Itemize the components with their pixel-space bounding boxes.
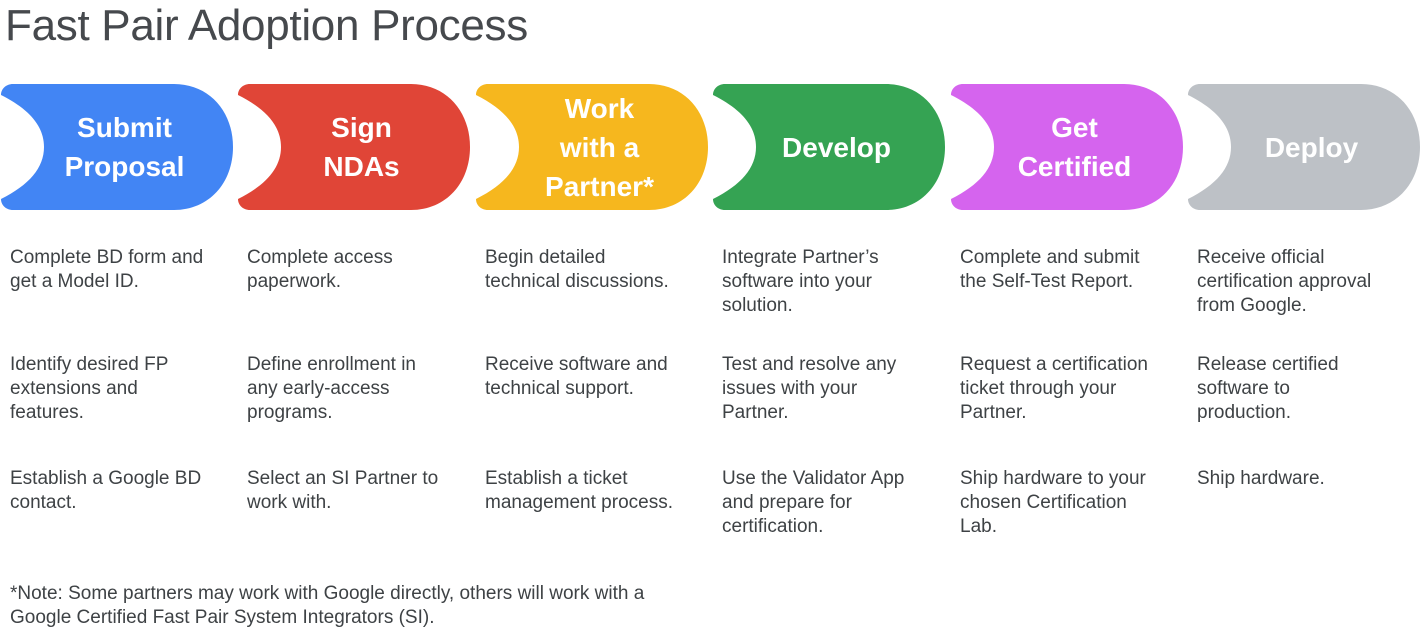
step-item: Begin detailed technical discussions.	[485, 247, 669, 292]
page-title: Fast Pair Adoption Process	[5, 1, 528, 50]
pill-label: Work with a Partner*	[545, 92, 654, 202]
pill-shape-path	[476, 84, 708, 210]
process-arrow-shape-icon	[713, 84, 945, 210]
step-pill: Work with a Partner*	[475, 84, 708, 210]
process-arrow-shape-icon	[1, 84, 233, 210]
step-column-submit-proposal: Submit Proposal Complete BD form and get…	[0, 84, 237, 632]
pill-label: Get Certified	[1017, 112, 1132, 182]
step-pill: Submit Proposal	[0, 84, 233, 210]
step-item: Complete and submit the Self-Test Report…	[960, 247, 1140, 292]
step-item: Complete access paperwork.	[247, 247, 393, 292]
pill-shape-path	[1188, 84, 1420, 210]
step-column-develop: Develop Integrate Partner’s software int…	[712, 84, 949, 632]
step-item: Define enrollment in any early-access pr…	[247, 354, 416, 423]
step-item: Receive software and technical support.	[485, 354, 668, 399]
step-column-work-with-partner: Work with a Partner* Begin detailed tech…	[475, 84, 712, 632]
step-pill: Sign NDAs	[237, 84, 470, 210]
step-item: Select an SI Partner to work with.	[247, 468, 439, 513]
pill-label: Sign NDAs	[323, 112, 400, 182]
step-item: Request a certification ticket through y…	[960, 354, 1148, 423]
process-arrow-shape-icon	[951, 84, 1183, 210]
step-item: Use the Validator App and prepare for ce…	[722, 468, 905, 537]
process-arrow-shape-icon	[1188, 84, 1420, 210]
step-column-sign-ndas: Sign NDAs Complete access paperwork. Def…	[237, 84, 474, 632]
step-pill: Get Certified	[950, 84, 1183, 210]
process-arrow-shape-icon	[476, 84, 708, 210]
step-item: Release certified software to production…	[1197, 354, 1339, 423]
process-arrow-shape-icon	[238, 84, 470, 210]
pill-label: Deploy	[1264, 131, 1359, 163]
pill-shape-path	[951, 84, 1183, 210]
step-pill: Develop	[712, 84, 945, 210]
pill-label: Submit Proposal	[64, 112, 185, 182]
step-item: Integrate Partner’s software into your s…	[722, 247, 879, 316]
step-item: Receive official certification approval …	[1197, 247, 1372, 316]
pill-label: Develop	[782, 131, 891, 163]
step-item: Ship hardware to your chosen Certificati…	[960, 468, 1146, 537]
step-item: Ship hardware.	[1197, 468, 1325, 489]
step-item: Establish a ticket management process.	[485, 468, 673, 513]
step-column-deploy: Deploy Receive official certification ap…	[1187, 84, 1423, 632]
step-item: Establish a Google BD contact.	[10, 468, 202, 513]
step-item: Identify desired FP extensions and featu…	[10, 354, 169, 423]
step-item: Complete BD form and get a Model ID.	[10, 247, 204, 292]
footnote: *Note: Some partners may work with Googl…	[10, 583, 645, 628]
pill-shape-path	[1, 84, 233, 210]
step-item: Test and resolve any issues with your Pa…	[722, 354, 897, 423]
step-column-get-certified: Get Certified Complete and submit the Se…	[950, 84, 1187, 632]
pill-shape-path	[713, 84, 945, 210]
step-pill: Deploy	[1187, 84, 1420, 210]
pill-shape-path	[238, 84, 470, 210]
